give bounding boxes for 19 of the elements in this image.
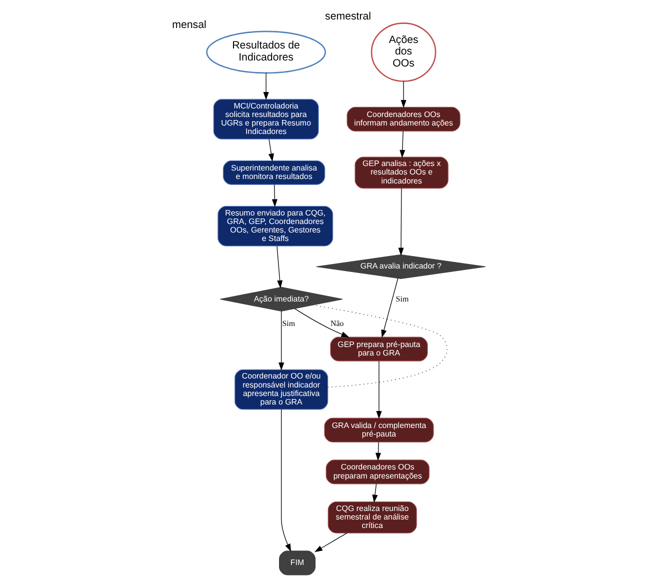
node-circle: Ações dos OOs [370,22,436,82]
arrow [375,442,382,461]
arrow [278,310,284,370]
node-label: semestral [325,10,372,23]
arrow [281,409,292,552]
arrow [400,81,406,108]
arrow [263,72,269,100]
arrow [400,130,406,158]
node-label: mensal [172,19,206,32]
arrow [372,484,378,503]
arrow [272,184,278,208]
arrow [268,138,274,162]
arrow [398,188,404,256]
arrow [381,278,398,338]
arrow [276,246,283,288]
arrow [376,360,382,420]
arrow [294,308,350,338]
node-ellipse: Resultados de Indicadores [206,30,326,74]
arrow [314,532,348,552]
